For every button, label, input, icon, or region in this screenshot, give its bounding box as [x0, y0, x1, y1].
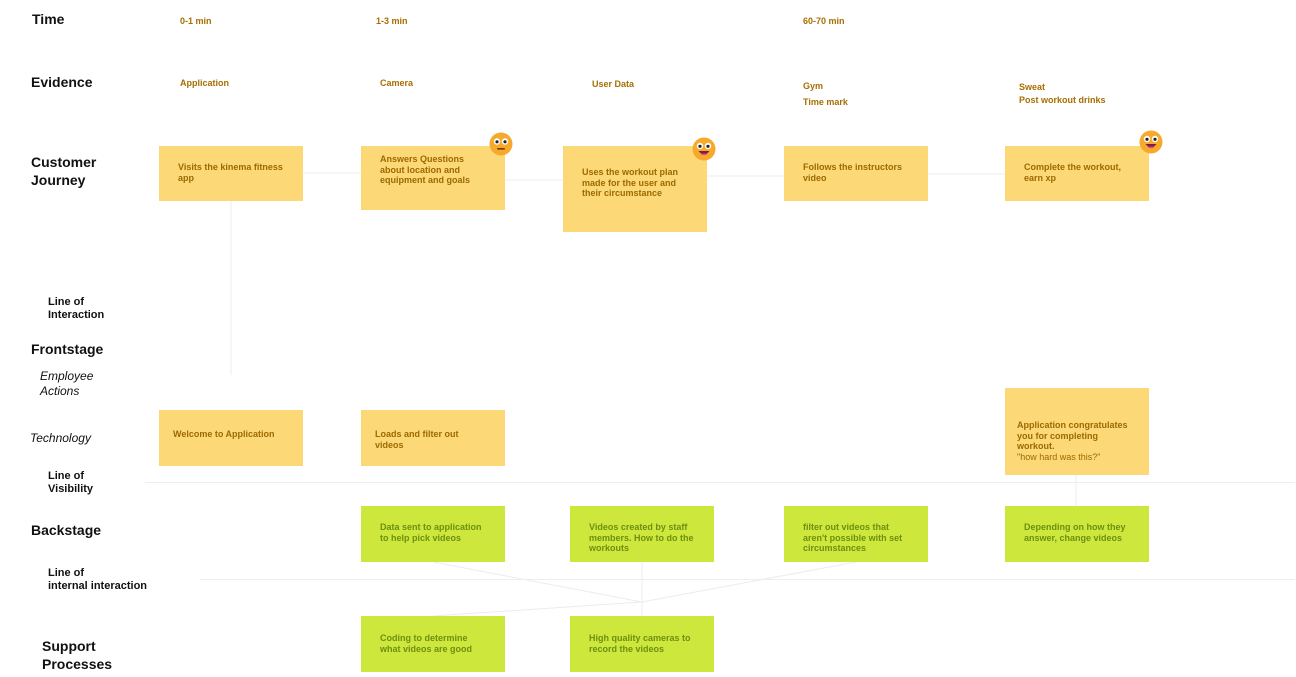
time-label: 60-70 min — [803, 16, 845, 26]
technology-note[interactable]: Application congratulates you for comple… — [1005, 388, 1149, 475]
backstage-note[interactable]: Videos created by staff members. How to … — [570, 506, 714, 562]
journey-note[interactable]: Answers Questions about location and equ… — [361, 146, 505, 210]
time-label: 1-3 min — [376, 16, 408, 26]
technology-note[interactable]: Welcome to Application — [159, 410, 303, 466]
journey-note[interactable]: Visits the kinema fitness app — [159, 146, 303, 201]
line-of-internal-interaction — [200, 579, 1295, 580]
backstage-note[interactable]: filter out videos that aren't possible w… — [784, 506, 928, 562]
journey-note[interactable]: Complete the workout, earn xp — [1005, 146, 1149, 201]
row-label-technology: Technology — [30, 431, 91, 445]
journey-note[interactable]: Follows the instructors video — [784, 146, 928, 201]
journey-note[interactable]: Uses the workout plan made for the user … — [563, 146, 707, 232]
row-label-time: Time — [32, 11, 65, 27]
backstage-note[interactable]: Depending on how they answer, change vid… — [1005, 506, 1149, 562]
line-of-visibility — [145, 482, 1295, 483]
row-label-evidence: Evidence — [31, 74, 93, 90]
neutral-face-icon — [489, 132, 513, 156]
evidence-label: Application — [180, 78, 229, 88]
evidence-label: User Data — [592, 79, 635, 89]
grinning-face-icon — [692, 137, 716, 161]
technology-note[interactable]: Loads and filter out videos — [361, 410, 505, 466]
time-label: 0-1 min — [180, 16, 212, 26]
row-label-backstage: Backstage — [31, 522, 102, 538]
grinning-face-icon — [1139, 130, 1163, 154]
row-label-frontstage: Frontstage — [31, 341, 104, 357]
support-note[interactable]: Coding to determine what videos are good — [361, 616, 505, 672]
backstage-note[interactable]: Data sent to application to help pick vi… — [361, 506, 505, 562]
evidence-label: Camera — [380, 78, 414, 88]
support-note[interactable]: High quality cameras to record the video… — [570, 616, 714, 672]
